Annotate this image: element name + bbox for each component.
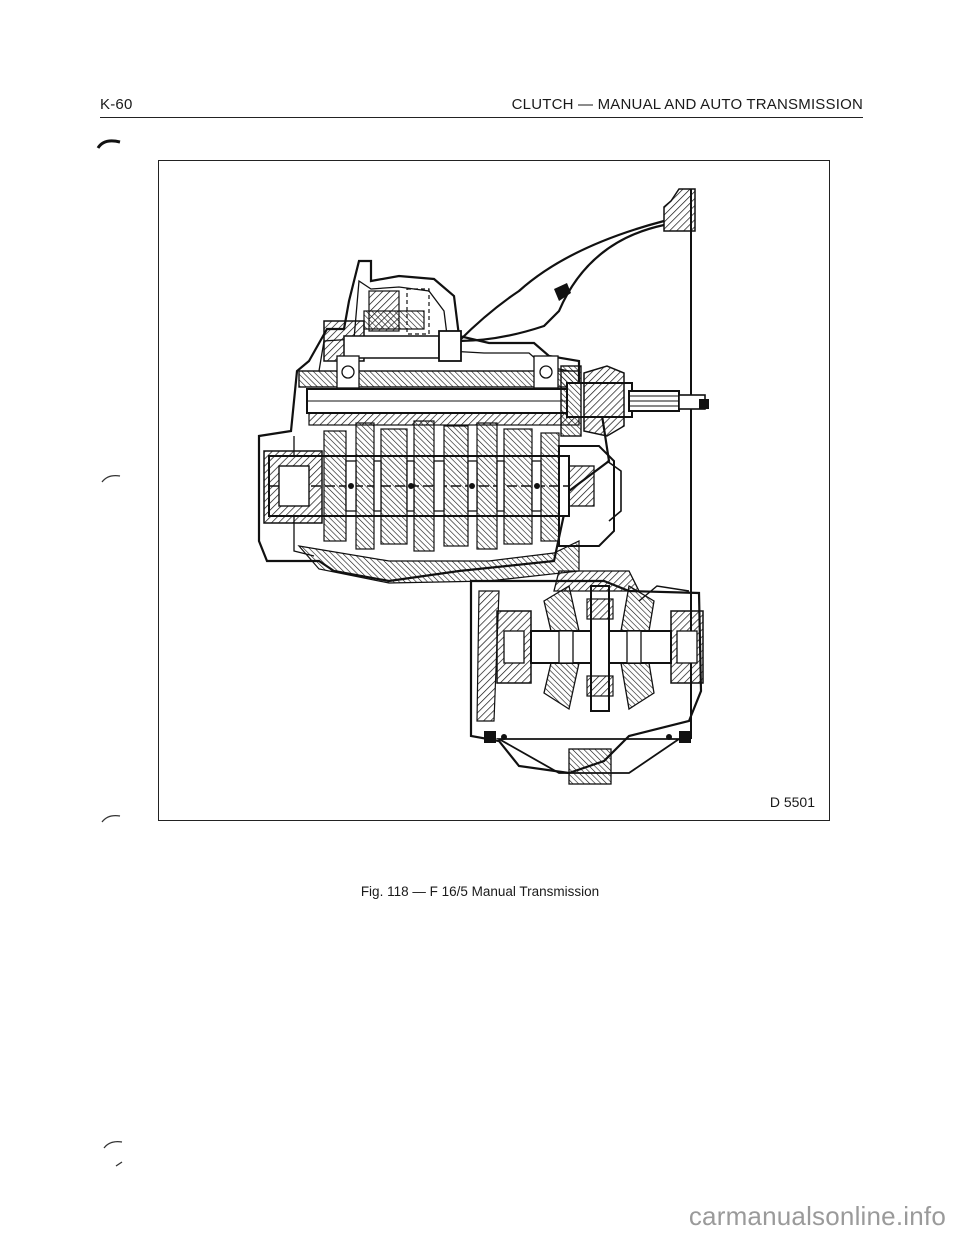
- figure-caption: Fig. 118 — F 16/5 Manual Transmission: [360, 884, 600, 899]
- watermark: carmanualsonline.info: [688, 1201, 946, 1231]
- transmission-cross-section-drawing: [257, 188, 709, 785]
- page-number: K-60: [100, 96, 133, 113]
- drawing-code-label: D 5501: [769, 794, 815, 810]
- margin-mark-middle: [101, 814, 121, 823]
- margin-mark-top: [96, 139, 121, 149]
- header-rule: [100, 117, 863, 118]
- margin-mark-lower: [103, 1140, 123, 1167]
- margin-mark-upper: [101, 474, 121, 483]
- section-title: CLUTCH — MANUAL AND AUTO TRANSMISSION: [511, 96, 863, 113]
- figure-frame: D 5501: [158, 160, 830, 821]
